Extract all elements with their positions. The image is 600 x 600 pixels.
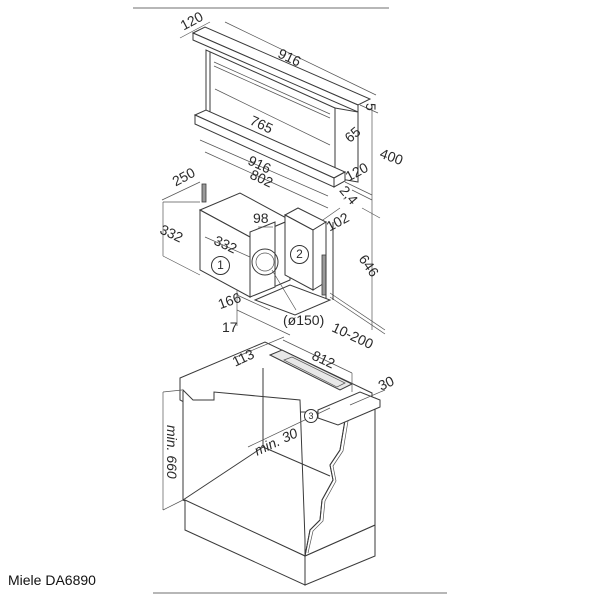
base-cabinet (179, 341, 381, 586)
dim-min-height: min. 660 (164, 425, 180, 479)
hood-unit (191, 26, 372, 188)
motor-dimension-lines (161, 181, 291, 336)
callout-1: 1 (211, 256, 230, 275)
callout-2: 2 (290, 245, 309, 264)
dim-duct-diameter: (ø150) (283, 312, 325, 328)
fan-unit (198, 183, 334, 316)
dim-motor-outlet-width: 98 (253, 210, 269, 226)
product-caption: Miele DA6890 (8, 572, 96, 588)
dim-motor-bottom-gap: 17 (222, 319, 238, 335)
hood-dimension-lines (179, 21, 386, 335)
dim-hood-top-gap: 5 (363, 103, 379, 111)
callout-3: 3 (304, 409, 318, 423)
